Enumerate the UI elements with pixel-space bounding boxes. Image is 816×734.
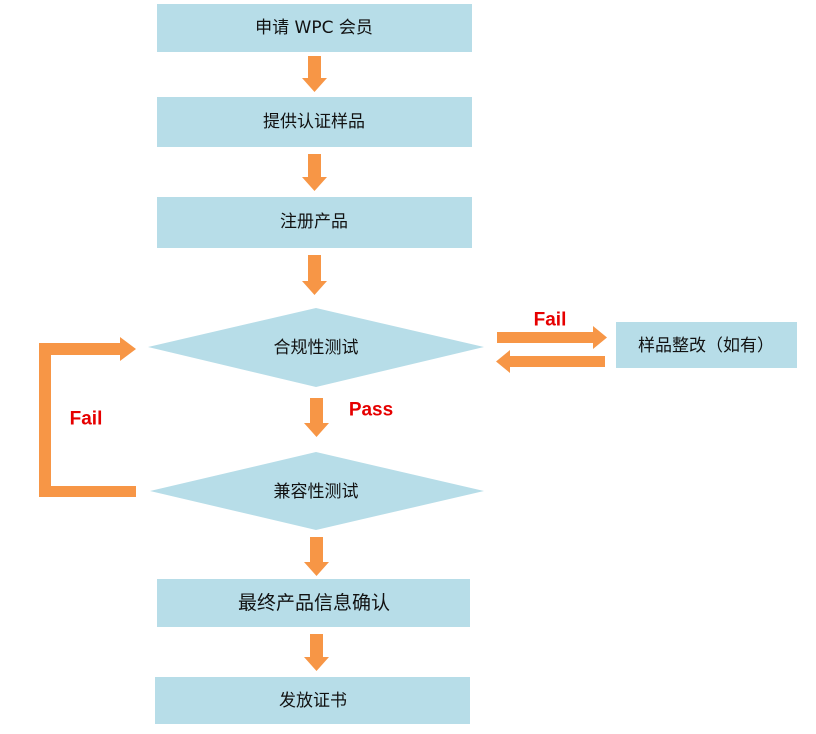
arrow-down-3 — [302, 255, 327, 295]
node-register-product: 注册产品 — [157, 197, 472, 248]
decision-compatibility-test-shape — [150, 452, 484, 530]
label-compliance-fail: Fail — [534, 310, 567, 331]
node-provide-sample: 提供认证样品 — [157, 97, 472, 147]
node-sample-rectification-box — [616, 322, 797, 368]
node-apply-membership-label: 申请 WPC 会员 — [255, 18, 373, 38]
arrow-down-4 — [304, 398, 329, 437]
node-provide-sample-label: 提供认证样品 — [263, 112, 365, 132]
decision-compatibility-test: 兼容性测试 — [150, 452, 484, 530]
node-provide-sample-box — [157, 97, 472, 147]
node-issue-certificate-box — [155, 677, 470, 724]
node-apply-membership: 申请 WPC 会员 — [157, 4, 472, 52]
flow-arrows — [39, 56, 607, 671]
node-register-product-label: 注册产品 — [280, 212, 348, 232]
node-issue-certificate: 发放证书 — [155, 677, 470, 724]
arrow-left-from-rectification — [496, 350, 605, 373]
label-compatibility-fail: Fail — [70, 409, 103, 430]
arrow-down-6 — [304, 634, 329, 671]
decision-compliance-test-shape — [148, 308, 484, 387]
node-sample-rectification-label: 样品整改（如有） — [638, 336, 774, 356]
node-register-product-box — [157, 197, 472, 248]
node-apply-membership-box — [157, 4, 472, 52]
arrow-down-2 — [302, 154, 327, 191]
node-final-confirm: 最终产品信息确认 — [157, 579, 470, 627]
node-sample-rectification: 样品整改（如有） — [616, 322, 797, 368]
node-final-confirm-label: 最终产品信息确认 — [238, 592, 390, 614]
node-issue-certificate-label: 发放证书 — [279, 691, 347, 711]
decision-compliance-test: 合规性测试 — [148, 308, 484, 387]
arrow-down-5 — [304, 537, 329, 576]
label-compliance-pass: Pass — [349, 400, 393, 421]
decision-compatibility-test-label: 兼容性测试 — [274, 482, 359, 502]
arrow-right-to-rectification — [497, 326, 607, 349]
arrow-down-1 — [302, 56, 327, 92]
decision-compliance-test-label: 合规性测试 — [274, 338, 359, 358]
loop-arrow-compatibility-fail — [39, 337, 136, 497]
node-final-confirm-box — [157, 579, 470, 627]
